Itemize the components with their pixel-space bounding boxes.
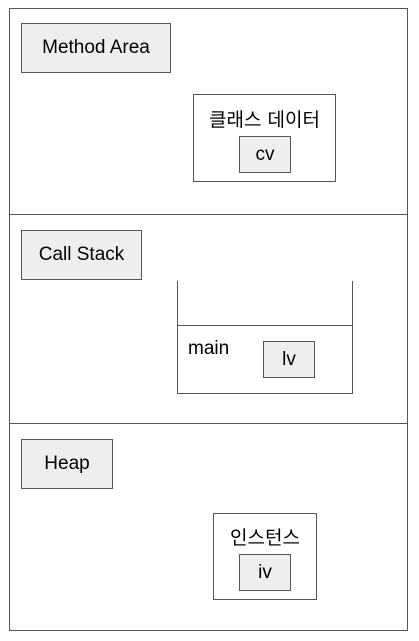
instance-box: 인스턴스 iv: [213, 513, 317, 600]
class-variable-box: cv: [239, 136, 291, 173]
instance-title: 인스턴스: [230, 527, 300, 549]
method-area-label: Method Area: [21, 23, 171, 73]
call-stack-section: Call Stack main lv: [9, 214, 408, 424]
instance-variable-box: iv: [239, 554, 291, 591]
class-data-box: 클래스 데이터 cv: [193, 94, 336, 182]
stack-container: [177, 281, 353, 394]
stack-frame-divider: [177, 325, 353, 326]
heap-label: Heap: [21, 439, 113, 489]
heap-section: Heap 인스턴스 iv: [9, 423, 408, 631]
stack-frame-name: main: [188, 338, 230, 359]
class-data-title: 클래스 데이터: [209, 109, 320, 131]
call-stack-label: Call Stack: [21, 230, 142, 280]
method-area-section: Method Area 클래스 데이터 cv: [9, 8, 408, 215]
local-variable-box: lv: [263, 341, 315, 378]
